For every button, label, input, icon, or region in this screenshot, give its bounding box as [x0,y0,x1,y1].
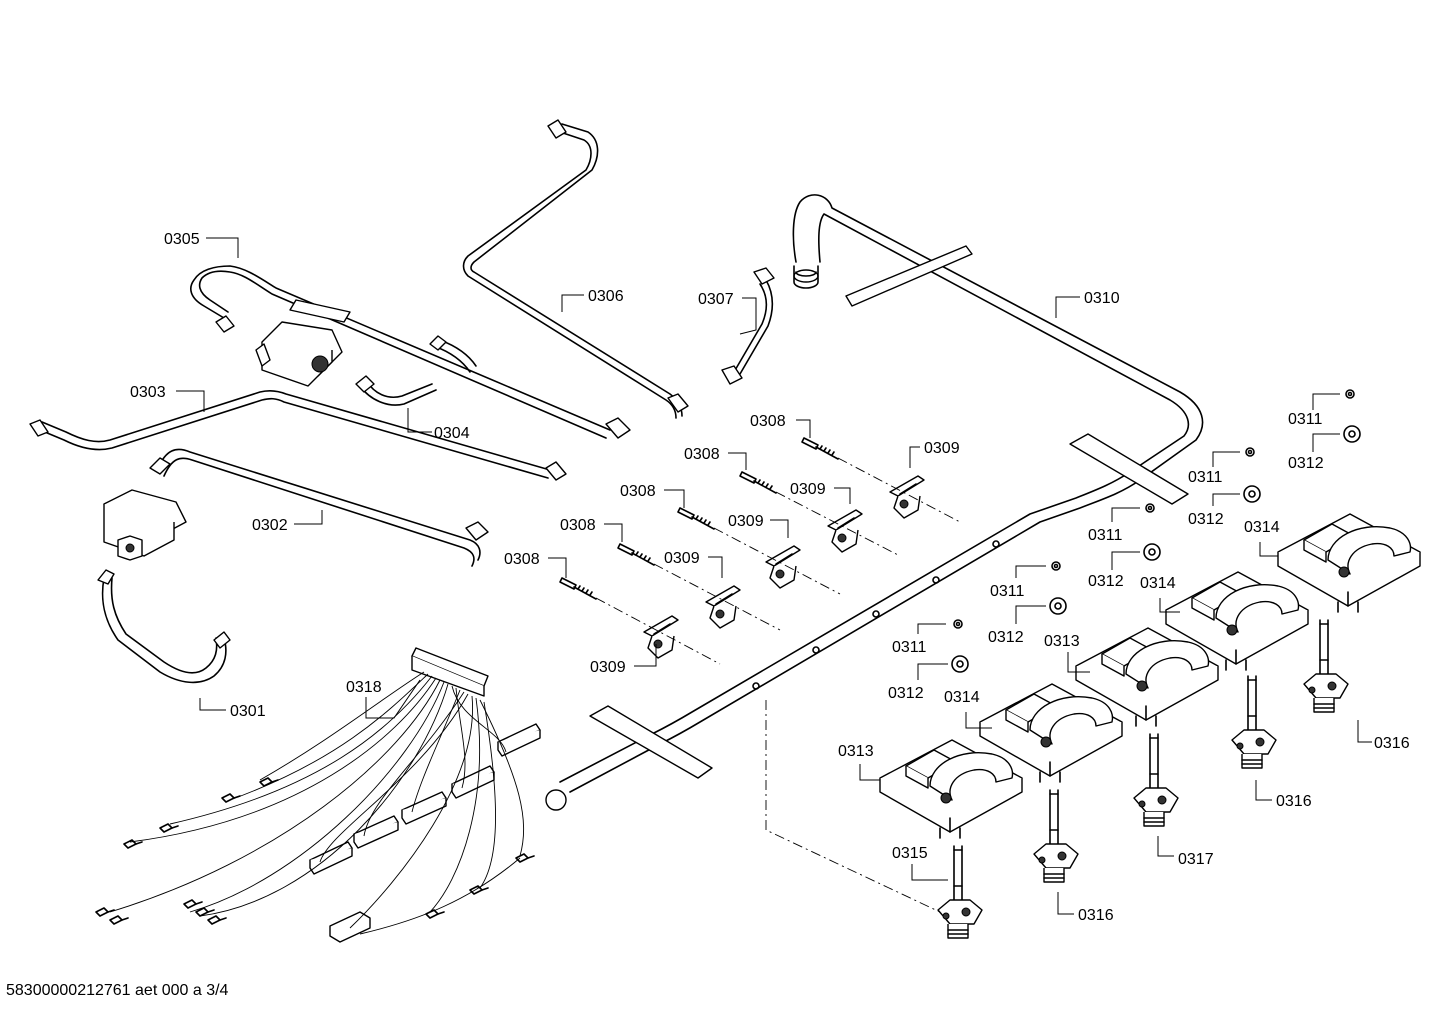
pipe-0304 [355,335,477,406]
label-0309-d: 0309 [664,550,700,567]
label-0308-e: 0308 [504,551,540,568]
label-0313-a: 0313 [1044,633,1080,650]
label-0307: 0307 [698,291,734,308]
label-0309-c: 0309 [728,513,764,530]
label-0312-c: 0312 [1088,573,1124,590]
label-0316-c: 0316 [1078,907,1114,924]
label-0318: 0318 [346,679,382,696]
label-0303: 0303 [130,384,166,401]
assembly-lines [595,457,961,913]
label-leaders [176,237,1372,915]
label-0316-a: 0316 [1374,735,1410,752]
pipe-0306 [462,119,689,419]
pipe-0305 [190,265,631,439]
drawing-reference-footer: 58300000212761 aet 000 a 3/4 [6,982,229,999]
label-0302: 0302 [252,517,288,534]
pipe-0302 [103,448,489,567]
label-0312-b: 0312 [1188,511,1224,528]
label-0309-a: 0309 [924,440,960,457]
label-0311-e: 0311 [892,639,927,656]
manifold-0310 [545,194,1204,811]
label-0308-a: 0308 [750,413,786,430]
label-0312-d: 0312 [988,629,1024,646]
label-0312-e: 0312 [888,685,924,702]
label-0304: 0304 [434,425,470,442]
label-0308-b: 0308 [684,446,720,463]
label-0311-d: 0311 [990,583,1025,600]
label-0305: 0305 [164,231,200,248]
label-0312-a: 0312 [1288,455,1324,472]
label-0306: 0306 [588,288,624,305]
label-0314-b: 0314 [1140,575,1176,592]
label-0313-b: 0313 [838,743,874,760]
label-0301: 0301 [230,703,266,720]
label-0311-a: 0311 [1288,411,1323,428]
part-labels: 0301 0302 0303 0304 0305 0306 0307 0308 … [130,231,1410,924]
label-0308-d: 0308 [560,517,596,534]
label-0311-b: 0311 [1188,469,1223,486]
label-0311-c: 0311 [1088,527,1123,544]
label-0310: 0310 [1084,290,1120,307]
label-0315: 0315 [892,845,928,862]
label-0314-a: 0314 [1244,519,1280,536]
pipe-0307 [721,267,775,385]
label-0309-b: 0309 [790,481,826,498]
label-0317: 0317 [1178,851,1214,868]
label-0316-b: 0316 [1276,793,1312,810]
label-0314-c: 0314 [944,689,980,706]
label-0308-c: 0308 [620,483,656,500]
wiring-harness-0318 [95,647,541,943]
clips-0309 [643,475,925,659]
label-0309-e: 0309 [590,659,626,676]
pipe-0301 [97,569,231,684]
pipe-0303 [29,389,567,481]
